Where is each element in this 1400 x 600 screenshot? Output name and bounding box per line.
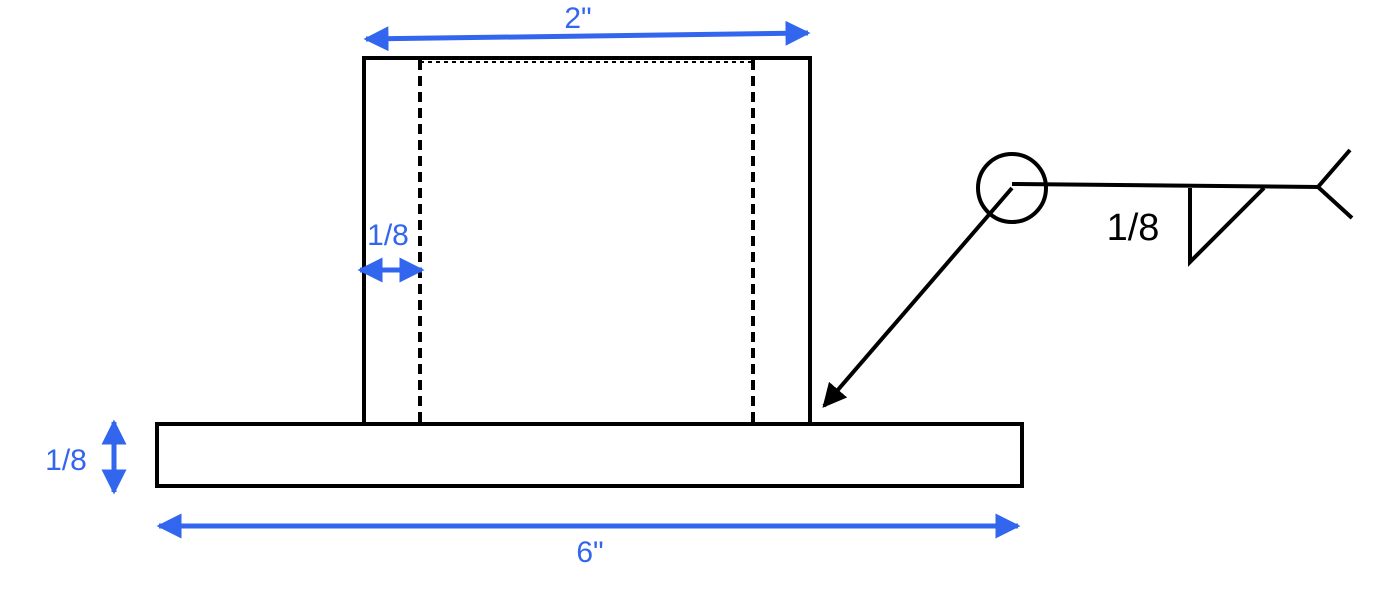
weld-tail <box>1315 148 1354 220</box>
weld-size-label: 1/8 <box>1107 207 1160 249</box>
fillet-weld-triangle <box>1188 186 1266 267</box>
base-thickness-label: 1/8 <box>45 444 87 477</box>
weld-reference-line <box>1011 182 1321 189</box>
base-width-label: 6" <box>576 536 603 569</box>
weld-all-around-circle <box>976 152 1048 224</box>
weld-arrow-line <box>822 186 1014 408</box>
weld-symbol: 1/8 <box>822 148 1354 408</box>
wall-thickness-label: 1/8 <box>367 219 409 252</box>
top-width-label: 2" <box>564 2 591 35</box>
base-plate <box>155 422 1024 488</box>
top-width-dimension-line <box>363 20 811 52</box>
upright-outline <box>362 56 812 426</box>
